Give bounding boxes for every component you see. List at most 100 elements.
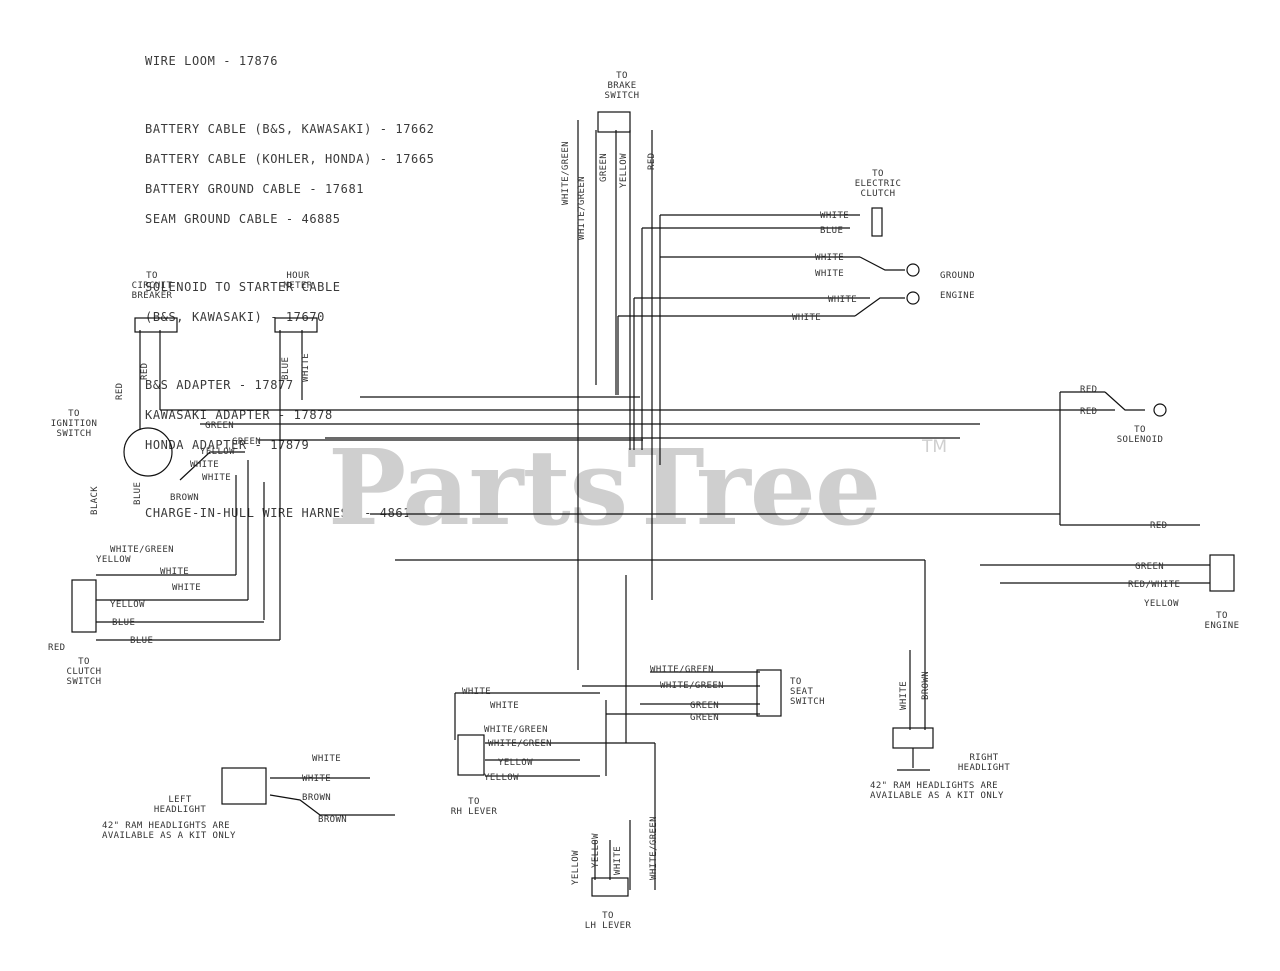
note-bs-adapter: B&S ADAPTER - 17877 [145, 378, 294, 392]
note-solenoid-cable-1: SOLENOID TO STARTER CABLE [145, 280, 341, 294]
meter-label-2: METER [283, 281, 312, 291]
ground-label-2: ENGINE [940, 291, 975, 301]
rh-wire-white-2: WHITE [490, 701, 519, 711]
ign-wire-green: GREEN [205, 421, 234, 431]
lh-note-2: AVAILABLE AS A KIT ONLY [102, 831, 236, 841]
rh-wire-yellow-2: YELLOW [484, 773, 519, 783]
breaker-label-2: CIRCUIT [132, 281, 173, 291]
watermark-tm: TM [921, 437, 947, 457]
note-battery-cable-bs: BATTERY CABLE (B&S, KAWASAKI) - 17662 [145, 122, 435, 136]
lh-headlight-label-1: LEFT [168, 795, 191, 805]
left-wire-yellow-2: YELLOW [110, 600, 145, 610]
note-charge-harness: CHARGE-IN-HULL WIRE HARNESS - 48612 [145, 506, 419, 520]
electric-clutch-connector [871, 207, 883, 237]
ground-wire-white-4: WHITE [792, 313, 821, 323]
lh-lever-connector [591, 877, 629, 897]
note-kawasaki-adapter: KAWASAKI ADAPTER - 17878 [145, 408, 333, 422]
brake-wire-white-green-2: WHITE/GREEN [577, 176, 587, 240]
circuit-breaker-connector [134, 317, 178, 333]
ground-label-1: GROUND [940, 271, 975, 281]
rh-lever-connector [457, 734, 485, 776]
rh-wire-white-green: WHITE/GREEN [484, 725, 548, 735]
ignition-label-1: TO [68, 409, 80, 419]
ign-wire-white: WHITE [190, 460, 219, 470]
breaker-wire-red: RED [115, 383, 125, 400]
meter-wire-white: WHITE [301, 353, 311, 382]
seat-wire-green: GREEN [690, 701, 719, 711]
left-wire-blue-2: BLUE [130, 636, 153, 646]
seat-switch-connector [756, 669, 782, 717]
rh-headlight-body [892, 727, 934, 749]
solenoid-ring [1153, 403, 1167, 417]
meter-wire-blue: BLUE [281, 357, 291, 380]
rh-wire-white-green-2: WHITE/GREEN [488, 739, 552, 749]
breaker-label-1: TO [146, 271, 158, 281]
lhl-wire-brown-2: BROWN [318, 815, 347, 825]
sol-wire-red-2: RED [1080, 407, 1097, 417]
ign-wire-yellow: YELLOW [200, 447, 235, 457]
lhl-wire-brown: BROWN [302, 793, 331, 803]
rh-note-1: 42" RAM HEADLIGHTS ARE [870, 781, 998, 791]
left-wire-white: WHITE [160, 567, 189, 577]
seat-switch-label-2: SEAT [790, 687, 813, 697]
note-battery-ground-cable: BATTERY GROUND CABLE - 17681 [145, 182, 365, 196]
lhl-wire-white-2: WHITE [302, 774, 331, 784]
brake-wire-green: GREEN [599, 153, 609, 182]
brake-switch-label-2: BRAKE [607, 81, 636, 91]
solenoid-label-1: TO [1134, 425, 1146, 435]
seat-wire-white-green-2: WHITE/GREEN [660, 681, 724, 691]
ground-ring-1 [906, 263, 920, 277]
eng-wire-red-white: RED/WHITE [1128, 580, 1180, 590]
note-battery-cable-kohler: BATTERY CABLE (KOHLER, HONDA) - 17665 [145, 152, 435, 166]
connectors [71, 111, 1235, 897]
lh-note-1: 42" RAM HEADLIGHTS ARE [102, 821, 230, 831]
ign-wire-black: BLACK [90, 486, 100, 515]
ign-wire-green-2: GREEN [232, 437, 261, 447]
clutch-switch-connector [71, 579, 97, 633]
watermark-text: PartsTree [328, 426, 880, 549]
brake-wire-white-green: WHITE/GREEN [561, 141, 571, 205]
sol-wire-red-3: RED [1150, 521, 1167, 531]
rh-wire-white: WHITE [462, 687, 491, 697]
seat-switch-label-1: TO [790, 677, 802, 687]
ignition-switch-body [123, 427, 173, 477]
clutch-switch-label-3: SWITCH [67, 677, 102, 687]
breaker-label-3: BREAKER [132, 291, 173, 301]
rh-headlight-label-1: RIGHT [969, 753, 998, 763]
ground-wire-white-1: WHITE [815, 253, 844, 263]
wire-labels: WHITE/GREEN WHITE/GREEN GREEN YELLOW RED… [48, 141, 1180, 885]
ground-wire-white-3: WHITE [828, 295, 857, 305]
rh-headlight-label-2: HEADLIGHT [958, 763, 1011, 773]
ignition-label-2: IGNITION [51, 419, 98, 429]
seat-wire-green-2: GREEN [690, 713, 719, 723]
rh-lever-label-2: RH LEVER [451, 807, 498, 817]
ign-wire-white-2: WHITE [202, 473, 231, 483]
wire-lines [96, 120, 1210, 890]
rhl-wire-brown: BROWN [921, 671, 931, 700]
ign-wire-blue: BLUE [133, 482, 143, 505]
brake-switch-connector [597, 111, 631, 133]
ignition-label-3: SWITCH [57, 429, 92, 439]
rhl-wire-white: WHITE [899, 681, 909, 710]
rh-lever-label-1: TO [468, 797, 480, 807]
lh-lever-label-1: TO [602, 911, 614, 921]
lh-headlight-label-2: HEADLIGHT [154, 805, 207, 815]
left-wire-yellow: YELLOW [96, 555, 131, 565]
clutch-label-3: CLUTCH [861, 189, 896, 199]
sol-wire-red-1: RED [1080, 385, 1097, 395]
rh-wire-yellow: YELLOW [498, 758, 533, 768]
ground-ring-2 [906, 291, 920, 305]
lhl-wire-white: WHITE [312, 754, 341, 764]
clutch-wire-white: WHITE [820, 211, 849, 221]
lh-headlight-body [221, 767, 267, 805]
seat-wire-white-green: WHITE/GREEN [650, 665, 714, 675]
clutch-switch-label-2: CLUTCH [67, 667, 102, 677]
note-wire-loom: WIRE LOOM - 17876 [145, 54, 279, 68]
seat-switch-label-3: SWITCH [790, 697, 825, 707]
left-wire-white-green: WHITE/GREEN [110, 545, 174, 555]
component-labels: TO BRAKE SWITCH TO ELECTRIC CLUTCH GROUN… [51, 71, 1239, 931]
lh-lever-label-2: LH LEVER [585, 921, 632, 931]
left-wire-blue: BLUE [112, 618, 135, 628]
